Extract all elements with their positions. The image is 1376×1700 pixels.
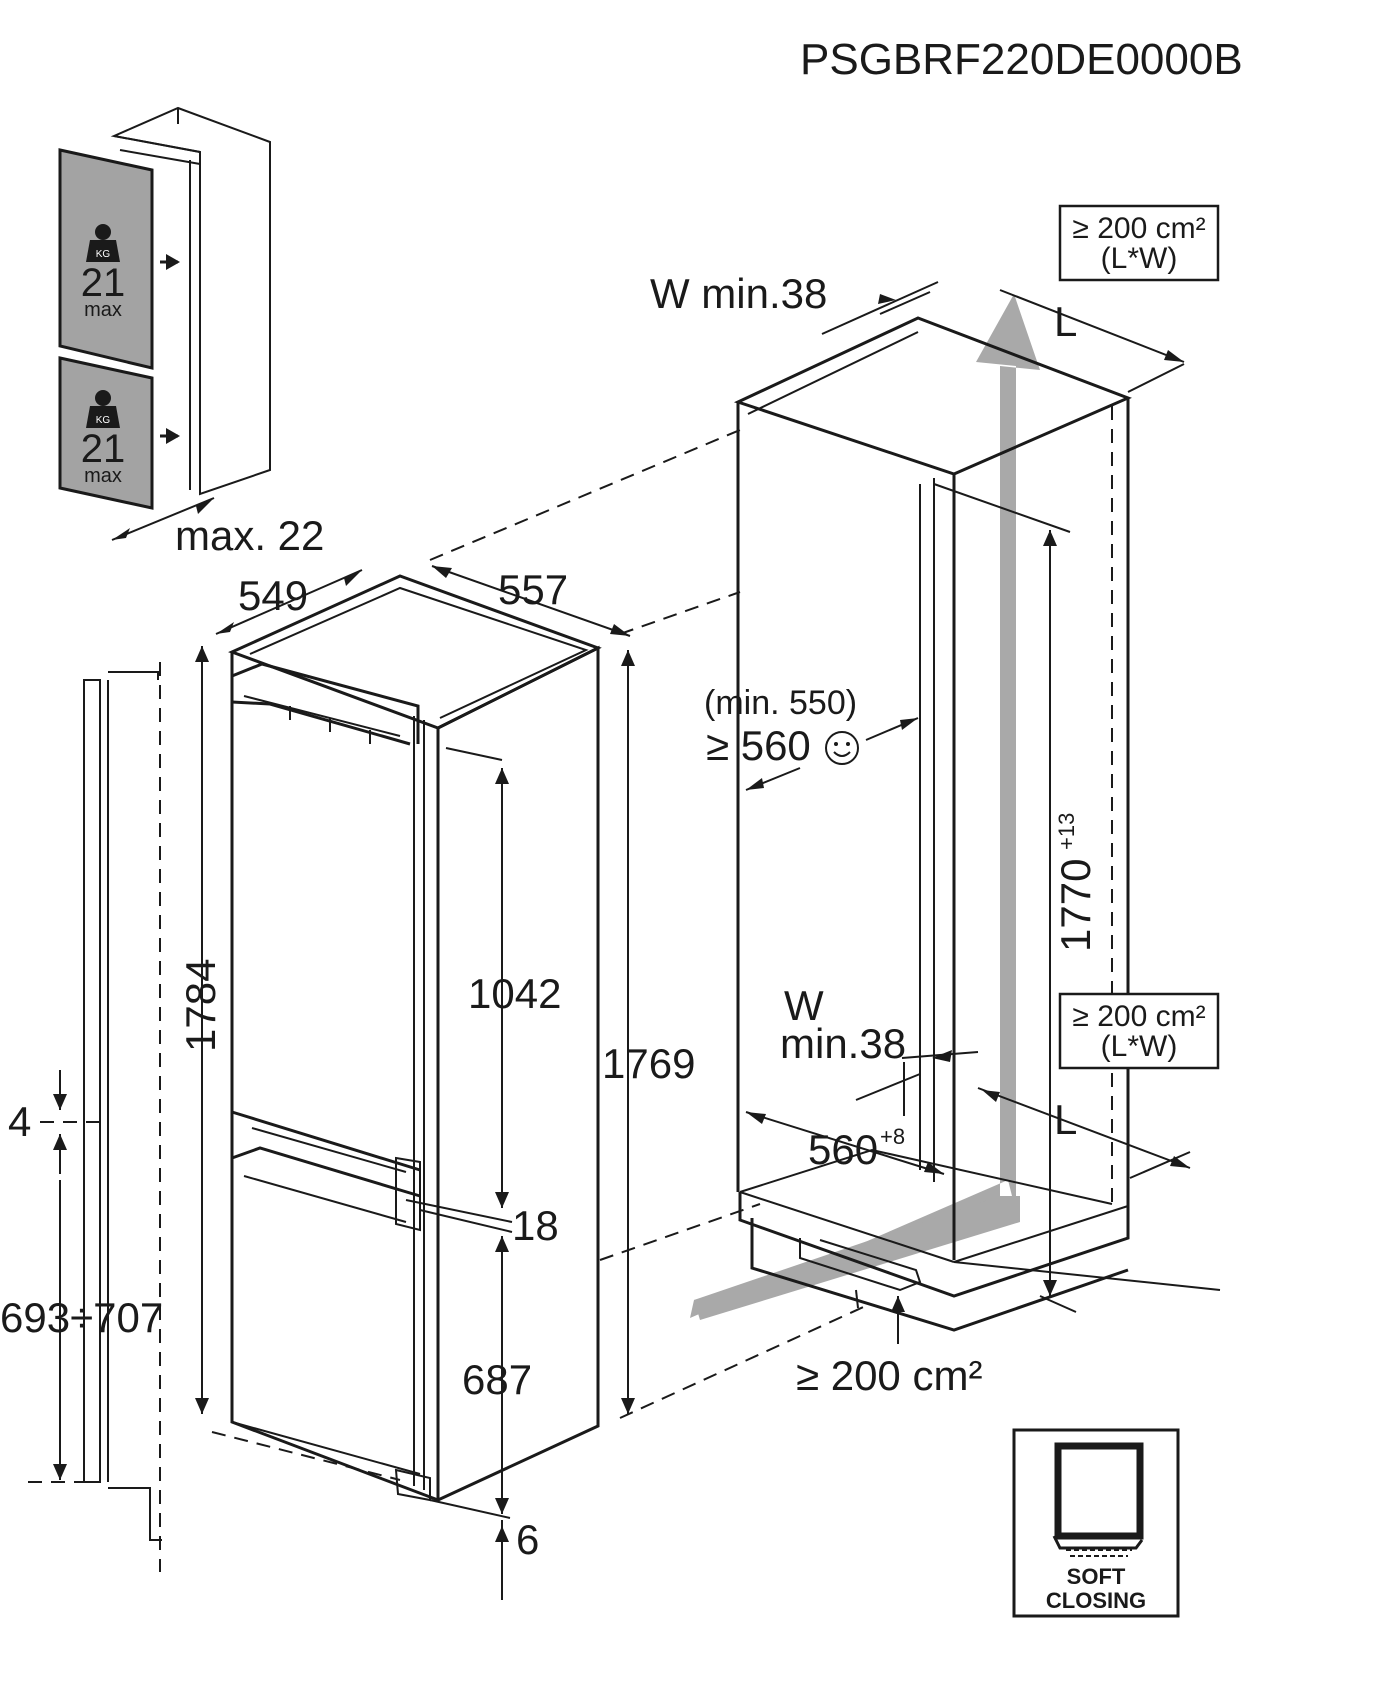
bottom-gap-label: 6 (516, 1516, 539, 1563)
top-vent-formula: (L*W) (1101, 242, 1178, 275)
soft-closing-line1: SOFT (1067, 1564, 1126, 1589)
bottom-l-label: L (1054, 1096, 1077, 1143)
niche-width-label: 560 (808, 1126, 878, 1173)
appliance-side-height-label: 1769 (602, 1040, 695, 1087)
lower-panel-unit: max (84, 465, 122, 487)
appliance-width-label: 557 (498, 566, 568, 613)
niche-height-label: 1770 (1052, 859, 1099, 952)
lower-panel-weight: 21 (81, 427, 126, 471)
bottom-w-label: W (784, 982, 824, 1029)
door-gap-label: 18 (512, 1202, 559, 1249)
upper-panel-unit: max (84, 299, 122, 321)
airflow-arrow (690, 294, 1040, 1318)
niche-min-depth: (min. 550) (704, 684, 857, 722)
panel-thickness-label: max. 22 (175, 512, 324, 559)
top-vent-box (1058, 204, 1220, 282)
door-icon (1052, 1442, 1144, 1557)
soft-closing-badge: SOFT CLOSING (1012, 1428, 1180, 1618)
niche-width-tolerance: +8 (880, 1124, 905, 1149)
appliance: 549 557 1784 1769 1042 18 687 6 (177, 565, 695, 1600)
side-gap-label: 4 (8, 1098, 31, 1145)
niche-recommended-depth: ≥ 560 (706, 722, 811, 769)
bottom-w-value: min.38 (780, 1020, 906, 1067)
svg-text:KG: KG (96, 415, 111, 426)
lower-door-panel (58, 356, 154, 510)
top-w-label: W min.38 (650, 270, 827, 317)
svg-text:KG: KG (96, 249, 111, 260)
top-l-label: L (1054, 298, 1077, 345)
model-code: PSGBRF220DE0000B (800, 35, 1243, 84)
top-vent-area: ≥ 200 cm² (1072, 212, 1205, 245)
smiley-icon (825, 731, 859, 765)
mid-vent-formula: (L*W) (1101, 1030, 1178, 1063)
projection-lines (211, 429, 871, 1481)
plinth-vent-label: ≥ 200 cm² (796, 1352, 982, 1399)
mid-vent-box (1058, 992, 1220, 1070)
side-profile: 4 693÷707 (0, 662, 163, 1572)
weight-icon: KG (86, 390, 120, 428)
door-panel-illustration: KG 21 max KG 21 max max. 22 (58, 106, 324, 559)
appliance-total-height-label: 1784 (177, 959, 224, 1052)
soft-closing-line2: CLOSING (1046, 1588, 1146, 1613)
weight-icon: KG (86, 224, 120, 262)
upper-door-height-label: 1042 (468, 970, 561, 1017)
appliance-depth-label: 549 (238, 572, 308, 619)
lower-door-height-label: 687 (462, 1356, 532, 1403)
niche-height-tolerance: +13 (1054, 813, 1079, 850)
niche: W min.38 L ≥ 200 cm² (L*W) (min. 550) ≥ … (650, 204, 1221, 1399)
side-range-label: 693÷707 (0, 1294, 163, 1341)
upper-panel-weight: 21 (81, 261, 126, 305)
mid-vent-area: ≥ 200 cm² (1072, 1000, 1205, 1033)
